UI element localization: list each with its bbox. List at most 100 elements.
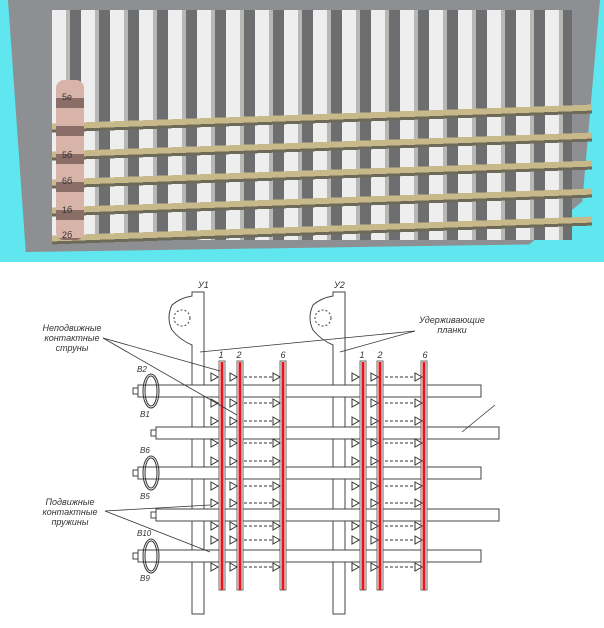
- relay-photo: 5e 5б 6б 1б 2б: [0, 0, 604, 262]
- moving-spring-icon: [210, 416, 220, 426]
- selecting-bar: [137, 466, 482, 480]
- spring-label: В10: [137, 529, 152, 538]
- callout-moving-springs: контактные: [42, 507, 97, 517]
- spring-label: В1: [140, 410, 150, 419]
- string-number: 2: [235, 350, 241, 360]
- moving-spring-icon: [272, 372, 282, 382]
- spring-label: В5: [140, 492, 150, 501]
- moving-spring-icon: [210, 521, 220, 531]
- selecting-bar: [155, 508, 500, 522]
- moving-spring-icon: [370, 498, 380, 508]
- moving-spring-icon: [272, 498, 282, 508]
- post-u1: [168, 291, 205, 615]
- moving-spring-icon: [370, 535, 380, 545]
- moving-spring-icon: [351, 416, 361, 426]
- moving-spring-icon: [229, 481, 239, 491]
- selecting-bar: [137, 549, 482, 563]
- post-u2: [309, 291, 346, 615]
- contact-string: [422, 362, 426, 590]
- spring-label: В6: [140, 446, 150, 455]
- string-number: 1: [218, 350, 223, 360]
- contact-string: [281, 362, 285, 590]
- callout-moving-springs: Подвижные: [46, 497, 95, 507]
- selecting-bar: [137, 384, 482, 398]
- moving-spring-icon: [414, 481, 424, 491]
- card-label: 6б: [62, 176, 73, 186]
- moving-spring-icon: [272, 398, 282, 408]
- callout-moving-springs: пружины: [51, 517, 88, 527]
- contact-string: [220, 362, 224, 590]
- moving-spring-icon: [272, 562, 282, 572]
- moving-spring-icon: [210, 372, 220, 382]
- moving-spring-icon: [351, 481, 361, 491]
- selecting-bar: [155, 426, 500, 440]
- spring-label: В9: [140, 574, 150, 583]
- card-label: 5б: [62, 150, 73, 160]
- moving-spring-icon: [370, 456, 380, 466]
- moving-spring-icon: [370, 438, 380, 448]
- moving-spring-icon: [370, 398, 380, 408]
- card-label: 5e: [62, 92, 73, 102]
- moving-spring-icon: [229, 398, 239, 408]
- contact-string: [378, 362, 382, 590]
- moving-spring-icon: [351, 398, 361, 408]
- moving-spring-icon: [272, 438, 282, 448]
- spring-coil-icon: [142, 538, 160, 574]
- card-label: 1б: [62, 205, 73, 215]
- selecting-bars: [52, 90, 592, 250]
- moving-spring-icon: [351, 562, 361, 572]
- callout-holding-bars: планки: [437, 325, 466, 335]
- comb-knob: [150, 429, 157, 437]
- spring-coil-icon: [144, 457, 158, 489]
- callout-holding-bars: Удерживающие: [418, 315, 485, 325]
- moving-spring-icon: [210, 438, 220, 448]
- spring-coil-icon: [142, 373, 160, 409]
- callout-fixed-strings: струны: [56, 343, 89, 353]
- comb-knob: [132, 552, 139, 560]
- string-number: 6: [422, 350, 427, 360]
- string-number: 6: [280, 350, 285, 360]
- moving-spring-icon: [370, 521, 380, 531]
- string-number: 1: [359, 350, 364, 360]
- moving-spring-icon: [229, 416, 239, 426]
- moving-spring-icon: [370, 481, 380, 491]
- moving-spring-icon: [229, 521, 239, 531]
- callout-fixed-strings: Неподвижные: [43, 323, 102, 333]
- moving-spring-icon: [351, 498, 361, 508]
- moving-spring-icon: [414, 456, 424, 466]
- moving-spring-icon: [210, 562, 220, 572]
- moving-spring-icon: [229, 372, 239, 382]
- spring-coils: [56, 80, 84, 240]
- moving-spring-icon: [272, 535, 282, 545]
- string-number: 2: [376, 350, 382, 360]
- comb-knob: [150, 511, 157, 519]
- moving-spring-icon: [210, 481, 220, 491]
- moving-spring-icon: [414, 498, 424, 508]
- post-label: У2: [333, 280, 345, 290]
- moving-spring-icon: [351, 521, 361, 531]
- spring-label: В2: [137, 365, 147, 374]
- moving-spring-icon: [414, 416, 424, 426]
- moving-spring-icon: [351, 456, 361, 466]
- comb-knob: [132, 387, 139, 395]
- switch-diagram: У1 У2 1 2 6 1 2 6 Неподвижные контактные…: [42, 280, 500, 615]
- contact-string: [361, 362, 365, 590]
- spring-coil-icon: [144, 375, 158, 407]
- moving-spring-icon: [229, 438, 239, 448]
- moving-spring-icon: [272, 456, 282, 466]
- moving-spring-icon: [370, 372, 380, 382]
- comb-knob: [132, 469, 139, 477]
- spring-coil-icon: [142, 455, 160, 491]
- card-label: 2б: [62, 230, 73, 240]
- moving-spring-icon: [414, 535, 424, 545]
- moving-spring-icon: [351, 438, 361, 448]
- callout-fixed-strings: контактные: [44, 333, 99, 343]
- moving-spring-icon: [370, 416, 380, 426]
- moving-spring-icon: [351, 372, 361, 382]
- moving-spring-icon: [210, 398, 220, 408]
- moving-spring-icon: [272, 416, 282, 426]
- contact-string: [238, 362, 242, 590]
- moving-spring-icon: [210, 498, 220, 508]
- moving-spring-icon: [370, 562, 380, 572]
- moving-spring-icon: [414, 438, 424, 448]
